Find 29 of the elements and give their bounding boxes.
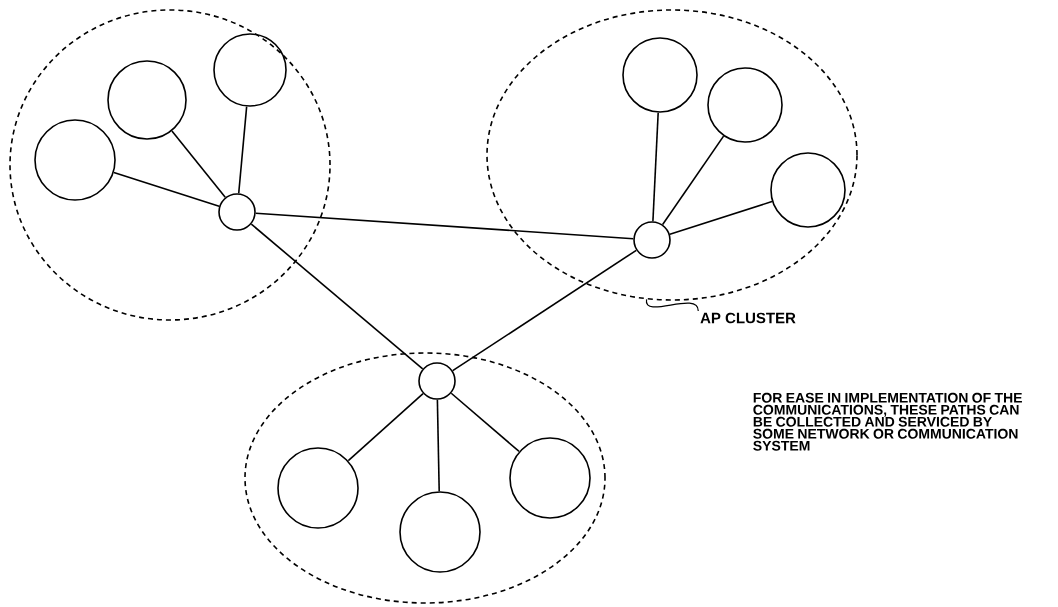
connector-line [237, 105, 248, 195]
connector-line [254, 212, 635, 240]
connector-line [171, 130, 227, 199]
cluster-label: AP CLUSTER [700, 312, 796, 324]
connector-line [450, 392, 520, 453]
circle-node [34, 119, 116, 201]
connector-line [436, 399, 440, 492]
circle-node [509, 437, 591, 519]
connector-line [113, 171, 220, 208]
connector-line [347, 392, 424, 462]
circle-node [277, 447, 359, 529]
circle-node [218, 193, 256, 231]
ellipse-cluster [486, 9, 858, 301]
circle-node [707, 67, 783, 143]
circle-node [622, 37, 698, 113]
connector-line [451, 249, 638, 372]
circle-node [213, 33, 287, 107]
circle-node [107, 60, 187, 140]
circle-node [399, 491, 481, 573]
circle-node [418, 362, 456, 400]
ellipse-cluster [9, 9, 331, 321]
connector-line [661, 135, 725, 226]
ellipse-cluster [244, 352, 606, 604]
connector-line [669, 200, 773, 236]
note-text: FOR EASE IN IMPLEMENTATION OF THE COMMUNICATIONS, THESE PATHS CAN BE COLLECTED AND SERVICED BY SOME NETWORK OR COMMUNICATION SYSTEM [753, 392, 1022, 451]
circle-node [633, 221, 671, 259]
connector-line [250, 223, 424, 370]
circle-node [770, 152, 846, 228]
connector-line [652, 111, 659, 222]
